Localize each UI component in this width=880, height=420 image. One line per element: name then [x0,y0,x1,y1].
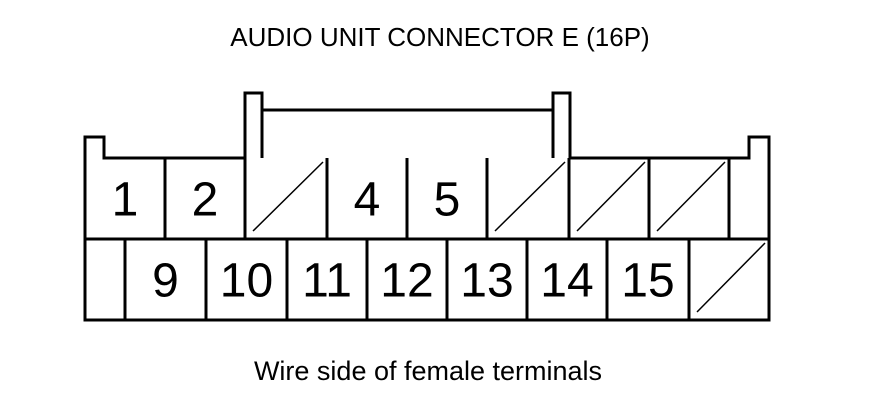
top-row-empty-slot-slash [656,161,726,232]
terminal-15: 15 [621,255,674,308]
terminal-12: 12 [380,255,433,308]
terminal-9: 9 [152,255,179,308]
connector-outline [83,91,771,322]
top-row-empty-slot-slash [494,161,566,232]
terminal-14: 14 [540,255,593,308]
bottom-row-empty-slot-slash [696,242,766,313]
terminal-4: 4 [354,174,381,227]
diagram-title: AUDIO UNIT CONNECTOR E (16P) [230,22,650,52]
terminal-1: 1 [112,174,139,227]
diagram-caption: Wire side of female terminals [253,356,603,386]
terminal-2: 2 [192,174,219,227]
terminal-5: 5 [434,174,461,227]
top-row-empty-slot-slash [252,161,324,232]
top-row-empty-slot-slash [576,161,646,232]
terminal-10: 10 [220,255,273,308]
terminal-13: 13 [460,255,513,308]
terminal-11: 11 [302,255,352,308]
